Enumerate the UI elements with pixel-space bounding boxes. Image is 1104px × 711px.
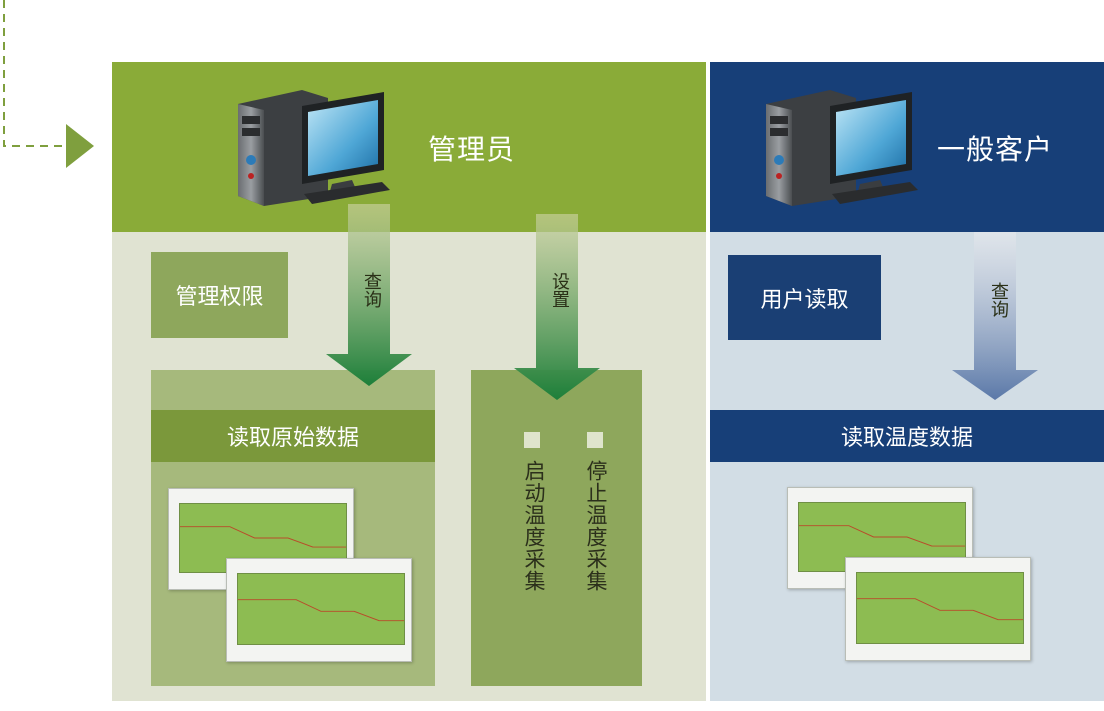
temp-data-label: 读取温度数据 — [840, 426, 973, 451]
admin-permission-label: 管理权限 — [175, 285, 264, 310]
user-query-arrow — [952, 232, 1038, 400]
collect-panel — [471, 370, 642, 686]
admin-permission-box: 管理权限 — [151, 252, 288, 338]
stop-collect-checkbox[interactable] — [587, 432, 603, 448]
dashed-connector — [3, 0, 94, 168]
user-read-label: 用户读取 — [760, 287, 849, 313]
raw-data-bar: 读取原始数据 — [151, 410, 435, 462]
temp-data-bar: 读取温度数据 — [710, 410, 1104, 462]
user-computer-icon — [766, 90, 918, 206]
raw-data-label: 读取原始数据 — [226, 426, 359, 451]
admin-computer-icon — [238, 90, 390, 206]
user-query-label: 查询 — [988, 282, 1009, 318]
stop-collect-label: 停止温度采集 — [584, 460, 608, 592]
start-collect-label: 启动温度采集 — [522, 460, 546, 592]
user-title: 一般客户 — [937, 133, 1054, 166]
admin-query-arrow — [326, 204, 412, 386]
start-collect-checkbox[interactable] — [524, 432, 540, 448]
admin-set-label: 设置 — [549, 272, 570, 308]
user-read-box: 用户读取 — [728, 255, 881, 340]
admin-header — [112, 62, 706, 232]
admin-query-label: 查询 — [361, 272, 382, 308]
raw-data-screenshot-front — [226, 558, 412, 662]
temp-data-screenshot-front — [845, 557, 1031, 661]
admin-title: 管理员 — [428, 133, 516, 166]
admin-set-arrow — [514, 214, 600, 400]
